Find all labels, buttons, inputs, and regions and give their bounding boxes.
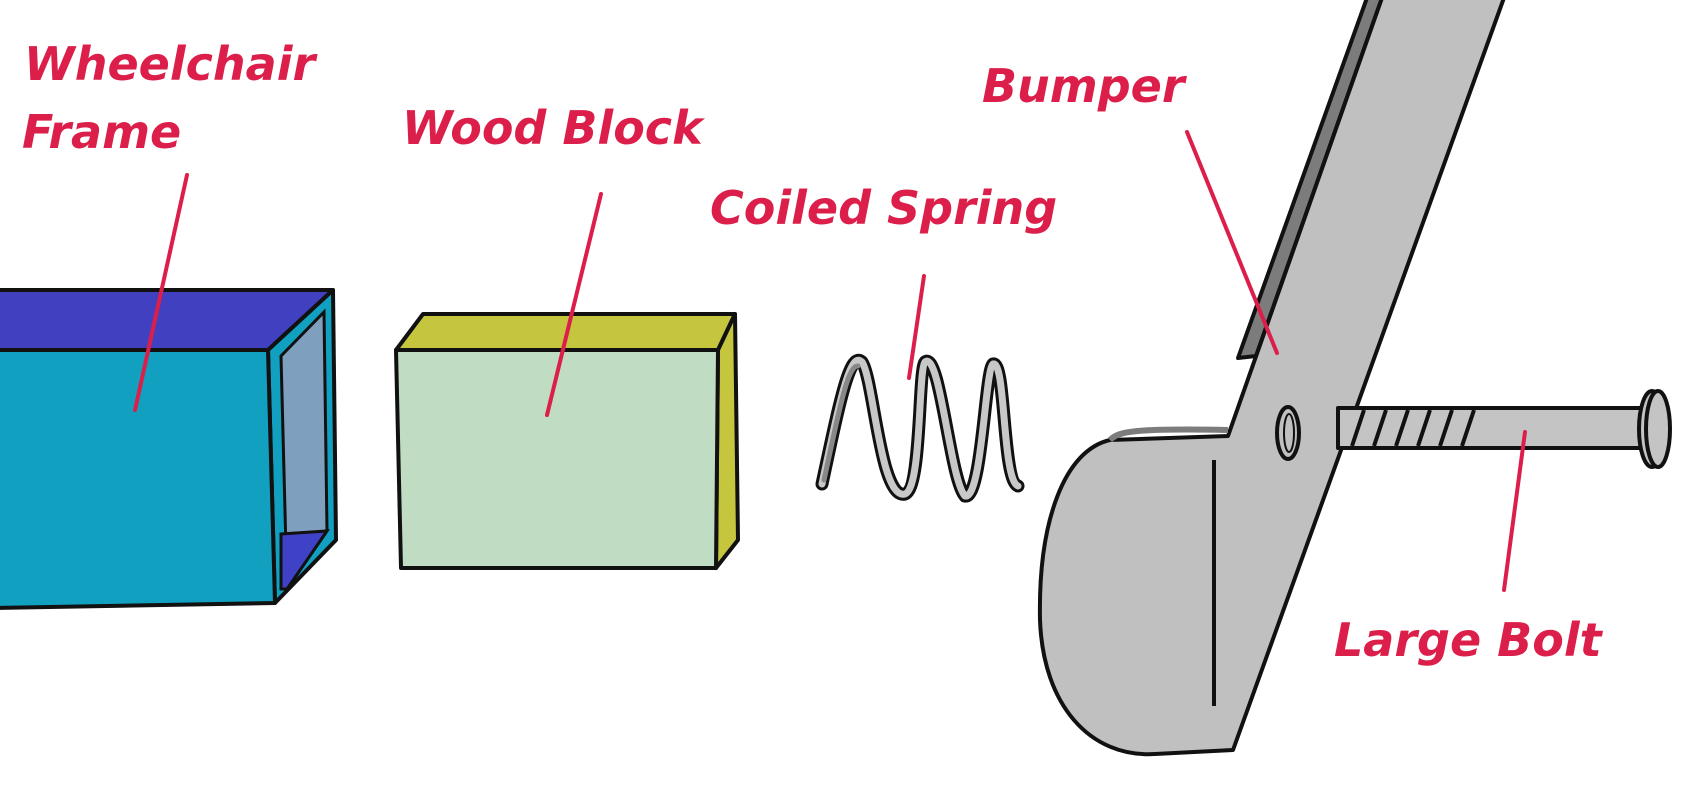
leader-lines: [133, 130, 1527, 592]
bolt-head-front: [1644, 389, 1672, 469]
bumper-plate: [1037, 0, 1506, 757]
callout-labels: Wheelchair Frame Wood Block Coiled Sprin…: [22, 37, 1604, 667]
spring-front-strand: [818, 356, 1022, 500]
frame-front-face: [0, 348, 277, 610]
coiled-spring-leader: [907, 274, 926, 380]
large-bolt-leader: [1502, 430, 1527, 592]
bumper-label: Bumper: [982, 59, 1188, 113]
spring-shadow-strand: [821, 363, 861, 483]
wheelchair-frame: [0, 288, 338, 610]
wood-block: [394, 312, 740, 570]
bolt-threads: [1350, 409, 1476, 447]
wheelchair-frame-label-line2: Frame: [22, 105, 181, 159]
coiled-spring: [815, 353, 1025, 503]
wheelchair-frame-label-line1: Wheelchair: [24, 37, 318, 91]
large-bolt: [1336, 389, 1672, 469]
wood-block-leader: [545, 192, 603, 417]
bolt-shank: [1336, 406, 1652, 450]
wood-block-label: Wood Block: [402, 101, 705, 155]
bumper-bolt-hole-inner: [1283, 413, 1295, 453]
wood-block-front: [394, 348, 720, 570]
large-bolt-label: Large Bolt: [1334, 613, 1604, 667]
frame-inner-bottom: [279, 529, 330, 591]
wheelchair-frame-leader: [133, 173, 189, 412]
coiled-spring-label: Coiled Spring: [710, 181, 1057, 235]
bumper-leader: [1185, 130, 1279, 355]
bumper-lower-edge: [1107, 426, 1229, 443]
bumper: [1037, 0, 1506, 757]
